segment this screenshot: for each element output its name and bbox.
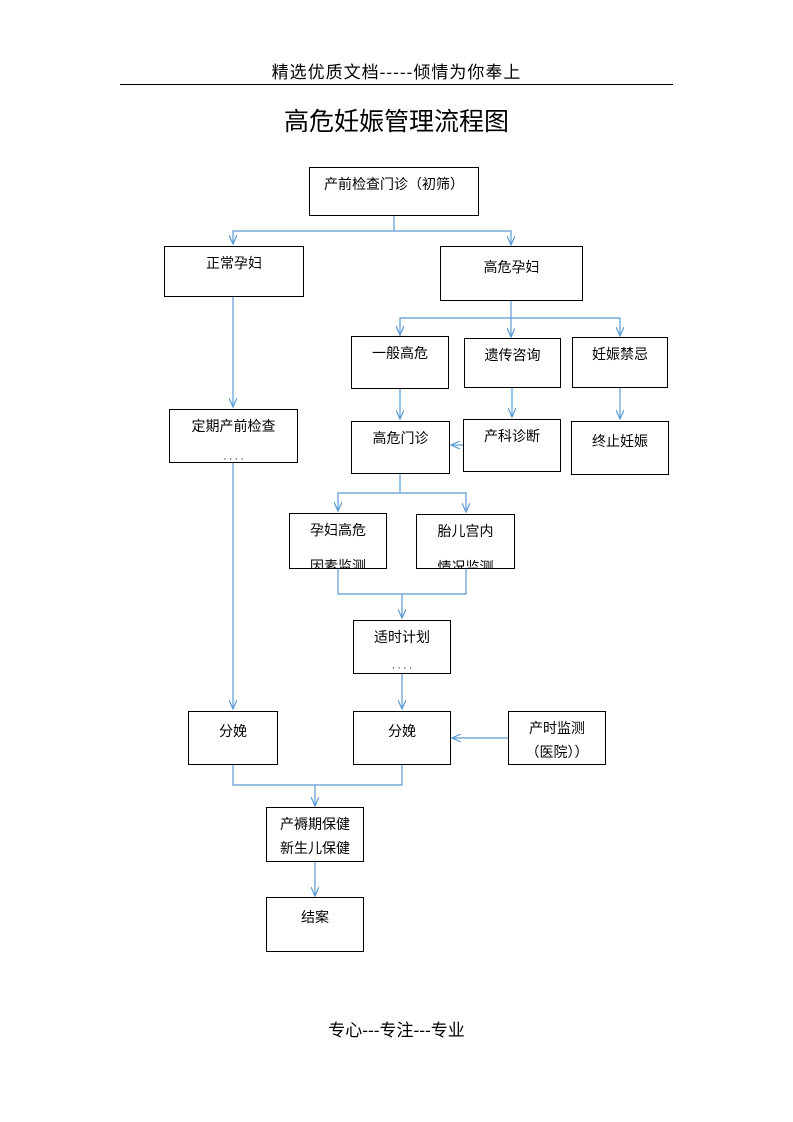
node-high-risk-pregnancy-label: 高危孕妇	[483, 260, 540, 276]
node-initial-screening: 产前检查门诊（初筛）	[309, 167, 479, 216]
connector-screening-high-risk	[394, 230, 511, 245]
node-normal-pregnancy-label: 正常孕妇	[206, 256, 262, 272]
page-title: 高危妊娠管理流程图	[283, 107, 509, 136]
node-high-risk-clinic-label: 高危门诊	[372, 431, 429, 447]
node-fetal-intrauterine: 胎儿宫内 情况监测	[416, 514, 515, 569]
node-fetal-intrauterine-label: 胎儿宫内	[437, 524, 494, 540]
node-maternal-high-risk-label-2: 因素监测	[310, 559, 366, 569]
node-intrapartum-monitoring-label: 产时监测	[529, 721, 585, 737]
node-postpartum-care-label-2: 新生儿保健	[280, 841, 350, 857]
node-regular-prenatal-check: 定期产前检查 · · · ·	[169, 409, 298, 463]
header-rule	[120, 84, 673, 85]
node-case-closed-label: 结案	[301, 910, 329, 926]
node-postpartum-care-label: 产褥期保健	[280, 817, 350, 833]
node-general-high-risk-label: 一般高危	[372, 346, 428, 362]
node-general-high-risk: 一般高危	[351, 336, 449, 389]
node-maternal-high-risk: 孕妇高危 因素监测	[289, 513, 387, 569]
node-regular-prenatal-check-label-2: · · · ·	[223, 455, 244, 463]
node-initial-screening-label: 产前检查门诊（初筛）	[324, 177, 464, 193]
footer-text: 专心---专注---专业	[328, 1021, 465, 1041]
connector-clinic-split	[338, 473, 401, 511]
node-intrapartum-monitoring: 产时监测 （医院））	[508, 711, 606, 765]
node-genetic-counseling: 遗传咨询	[464, 338, 561, 388]
node-intrapartum-monitoring-label-2: （医院））	[525, 745, 589, 761]
node-timely-plan: 适时计划 · · · ·	[353, 620, 451, 674]
node-pregnancy-contraindication: 妊娠禁忌	[572, 337, 668, 388]
node-maternal-high-risk-label: 孕妇高危	[310, 523, 366, 539]
node-high-risk-clinic: 高危门诊	[351, 421, 450, 474]
node-pregnancy-contraindication-label: 妊娠禁忌	[592, 347, 648, 363]
node-timely-plan-label-2: · · · ·	[391, 664, 413, 674]
node-fetal-intrauterine-label-2: 情况监测	[437, 560, 494, 569]
connector-highrisk-contra	[511, 317, 620, 336]
node-delivery-right: 分娩	[353, 711, 451, 765]
connector-screening-split	[233, 215, 395, 244]
connector-highrisk-split	[400, 300, 512, 335]
header-text: 精选优质文档-----倾情为你奉上	[271, 63, 522, 83]
node-genetic-counseling-label: 遗传咨询	[484, 348, 541, 364]
connector-monitor-merge	[337, 568, 467, 595]
node-postpartum-care: 产褥期保健 新生儿保健	[266, 807, 364, 862]
node-timely-plan-label: 适时计划	[374, 630, 430, 646]
node-terminate-pregnancy: 终止妊娠	[571, 421, 669, 475]
node-delivery-right-label: 分娩	[388, 724, 416, 740]
node-case-closed: 结案	[266, 897, 364, 952]
node-delivery-left: 分娩	[188, 711, 278, 765]
node-normal-pregnancy: 正常孕妇	[164, 246, 304, 297]
node-terminate-pregnancy-label: 终止妊娠	[592, 434, 648, 450]
node-obstetric-diagnosis-label: 产科诊断	[484, 429, 540, 445]
node-regular-prenatal-check-label: 定期产前检查	[191, 419, 276, 435]
node-obstetric-diagnosis: 产科诊断	[463, 419, 561, 472]
connector-delivery-merge	[232, 764, 403, 786]
node-high-risk-pregnancy: 高危孕妇	[440, 246, 583, 301]
node-delivery-left-label: 分娩	[219, 724, 247, 740]
connector-clinic-fetal	[400, 492, 466, 512]
